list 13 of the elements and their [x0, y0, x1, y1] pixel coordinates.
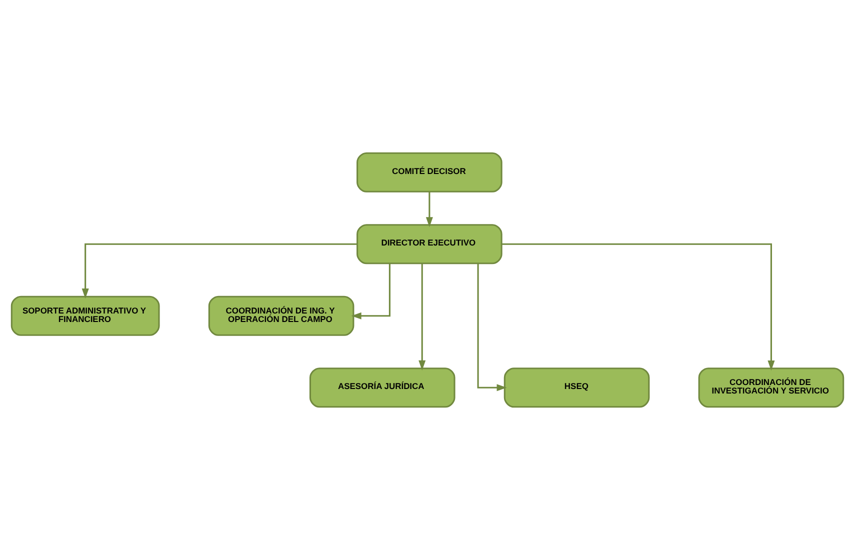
node-box: DIRECTOR EJECUTIVO	[356, 224, 502, 264]
arrow	[82, 242, 358, 298]
arrow	[502, 242, 775, 370]
arrow	[426, 191, 433, 227]
arrow	[418, 262, 426, 370]
node-box: HSEQ	[504, 367, 650, 408]
node-box: COORDINACIÓN DE INVESTIGACIÓN Y SERVICIO	[698, 367, 844, 408]
node-box: COMITÉ DECISOR	[356, 152, 502, 192]
node-box: ASESORÍA JURÍDICA	[309, 367, 456, 408]
arrow	[477, 262, 507, 391]
node-box: SOPORTE ADMINISTRATIVO Y FINANCIERO	[10, 295, 160, 336]
arrow	[351, 263, 390, 319]
node-box: COORDINACIÓN DE ING. Y OPERACIÓN DEL CAMPO	[208, 295, 354, 336]
